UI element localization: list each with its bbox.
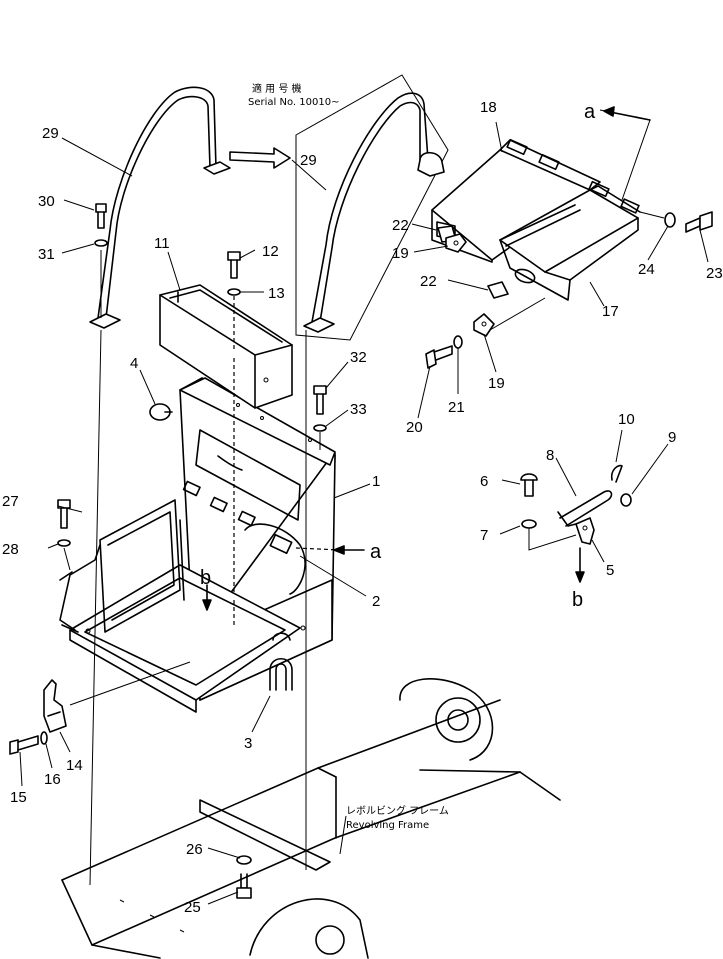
latch-14 [43,679,67,733]
callout-33: 33 [350,401,367,418]
callout-7: 7 [480,527,488,544]
washer-33 [313,424,327,432]
callout-21: 21 [448,399,465,416]
arrow-b-left [202,584,212,611]
leader-lines [19,121,709,905]
arrow-a-mid [333,545,365,555]
callout-26: 26 [186,841,203,858]
callout-1: 1 [372,473,380,490]
bracket-5 [575,517,595,545]
bolt-6 [520,473,538,497]
clip-3 [269,657,293,691]
serial-note-jp: 適 用 号 機 [252,82,302,95]
washer-24 [664,212,676,228]
frame-note-jp: レボルビング フレーム [346,804,449,817]
bolt-20 [425,345,453,369]
bolt-23 [685,211,713,233]
callout-20: 20 [406,419,423,436]
callout-30: 30 [38,193,55,210]
callout-19-top: 19 [392,245,409,262]
cover-17 [499,180,641,301]
callout-17: 17 [602,303,619,320]
callout-10: 10 [618,411,635,428]
callout-11: 11 [154,235,170,252]
callout-2: 2 [372,593,380,610]
callout-19-bottom: 19 [488,375,505,392]
callout-14: 14 [66,757,83,774]
box-11 [159,284,293,409]
callout-13: 13 [268,285,285,302]
callout-labels: 1 2 3 4 5 6 7 8 9 10 11 12 13 14 15 16 1… [2,99,723,916]
callout-22-bottom: 22 [420,273,437,290]
ref-a-top: a [584,101,596,123]
notes: 適 用 号 機 Serial No. 10010~ レボルビング フレーム Re… [248,82,449,831]
cap-4 [149,403,173,421]
callout-4: 4 [130,355,138,372]
callout-28: 28 [2,541,19,558]
grommet-22-bottom [487,281,509,299]
bolt-15 [9,735,39,755]
reference-letters: a a b b [200,101,596,611]
callout-18: 18 [480,99,497,116]
washer-9 [620,493,632,507]
bolt-27 [57,499,71,529]
callout-32: 32 [350,349,367,366]
washer-31 [94,239,108,247]
callout-3: 3 [244,735,252,752]
callout-29-right: 29 [300,152,317,169]
washer-21 [453,335,463,349]
washer-13 [227,288,241,296]
serial-note-en: Serial No. 10010~ [248,97,339,108]
washer-16 [40,731,48,745]
callout-9: 9 [668,429,676,446]
ref-b-right: b [572,589,583,611]
callout-27: 27 [2,493,19,510]
callout-12: 12 [262,243,279,260]
callout-22-top: 22 [392,217,409,234]
washer-26 [236,855,252,865]
callout-8: 8 [546,447,554,464]
callout-6: 6 [480,473,488,490]
pin-8 [557,490,613,527]
arrow-to-revised-handrail [229,147,291,169]
clamp-19-bottom [473,313,495,337]
bolt-25 [236,873,252,899]
callout-5: 5 [606,562,614,579]
arrow-b-right [575,547,585,583]
callout-25: 25 [184,899,201,916]
clamp-19-top [445,233,467,253]
bolt-30 [95,203,107,229]
ref-b-left: b [200,567,211,589]
frame-note-en: Revolving Frame [346,820,429,831]
callout-15: 15 [10,789,27,806]
callout-29-left: 29 [42,125,59,142]
revolving-frame [61,678,561,959]
bolt-12 [227,251,241,279]
bolt-32 [313,385,327,415]
arrow-a-top [603,106,651,121]
cotter-pin-10 [610,464,623,483]
callout-24: 24 [638,261,655,278]
callout-31: 31 [38,246,55,263]
main-box-bracket [59,377,336,713]
callout-16: 16 [44,771,61,788]
callout-23: 23 [706,265,723,282]
handrail-right [295,74,449,341]
washer-28 [57,539,71,547]
handrail-left [89,86,231,329]
ref-a-mid: a [370,541,382,563]
washer-7 [521,519,537,529]
